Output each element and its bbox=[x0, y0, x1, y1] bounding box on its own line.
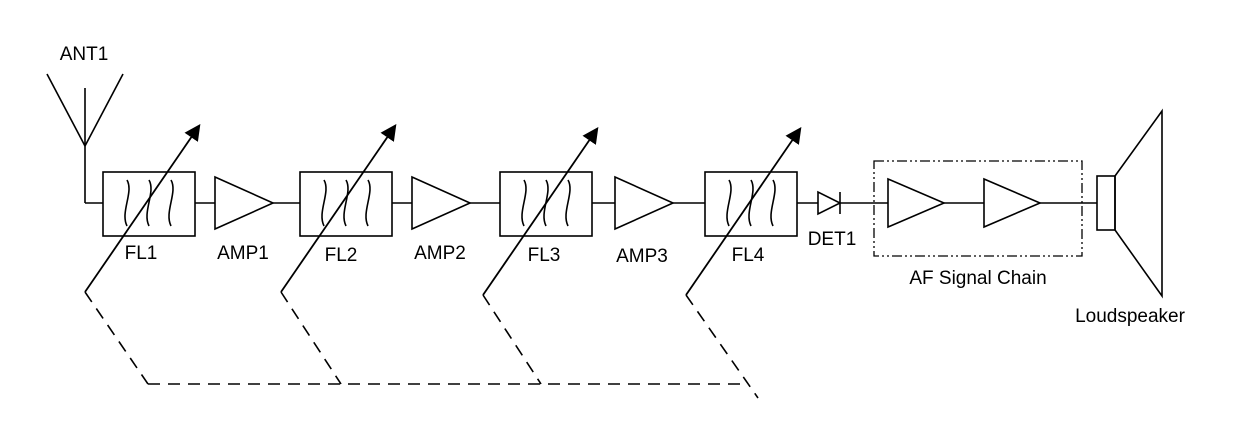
af-signal-chain bbox=[873, 160, 1083, 257]
filter-fl1-label: FL1 bbox=[125, 243, 158, 264]
amplifier-amp1-label: AMP1 bbox=[217, 243, 269, 264]
loudspeaker-label: Loudspeaker bbox=[1075, 306, 1186, 327]
filter-fl3-label: FL3 bbox=[528, 245, 561, 266]
amplifier-amp3-label: AMP3 bbox=[616, 246, 668, 267]
antenna-symbol bbox=[46, 73, 124, 203]
filter-fl4-label: FL4 bbox=[732, 245, 765, 266]
detector-label: DET1 bbox=[808, 229, 857, 250]
filter-fl4 bbox=[704, 171, 798, 237]
detector-diode bbox=[817, 190, 842, 216]
loudspeaker-symbol bbox=[1096, 108, 1163, 299]
filter-fl2-label: FL2 bbox=[325, 245, 358, 266]
tuning-arrows bbox=[84, 123, 802, 296]
filter-fl2 bbox=[299, 171, 393, 237]
af-amp2-triangle bbox=[983, 177, 1043, 229]
amplifier-amp2-label: AMP2 bbox=[414, 243, 466, 264]
antenna-label: ANT1 bbox=[60, 44, 109, 65]
amplifier-amp2 bbox=[411, 175, 472, 231]
af-amp1-triangle bbox=[887, 177, 947, 229]
amplifier-amp1 bbox=[214, 175, 275, 231]
gang-tuning-linkage bbox=[84, 291, 759, 399]
filter-fl1 bbox=[102, 171, 196, 237]
af-signal-chain-label: AF Signal Chain bbox=[909, 268, 1046, 289]
amplifier-amp3 bbox=[614, 175, 675, 231]
